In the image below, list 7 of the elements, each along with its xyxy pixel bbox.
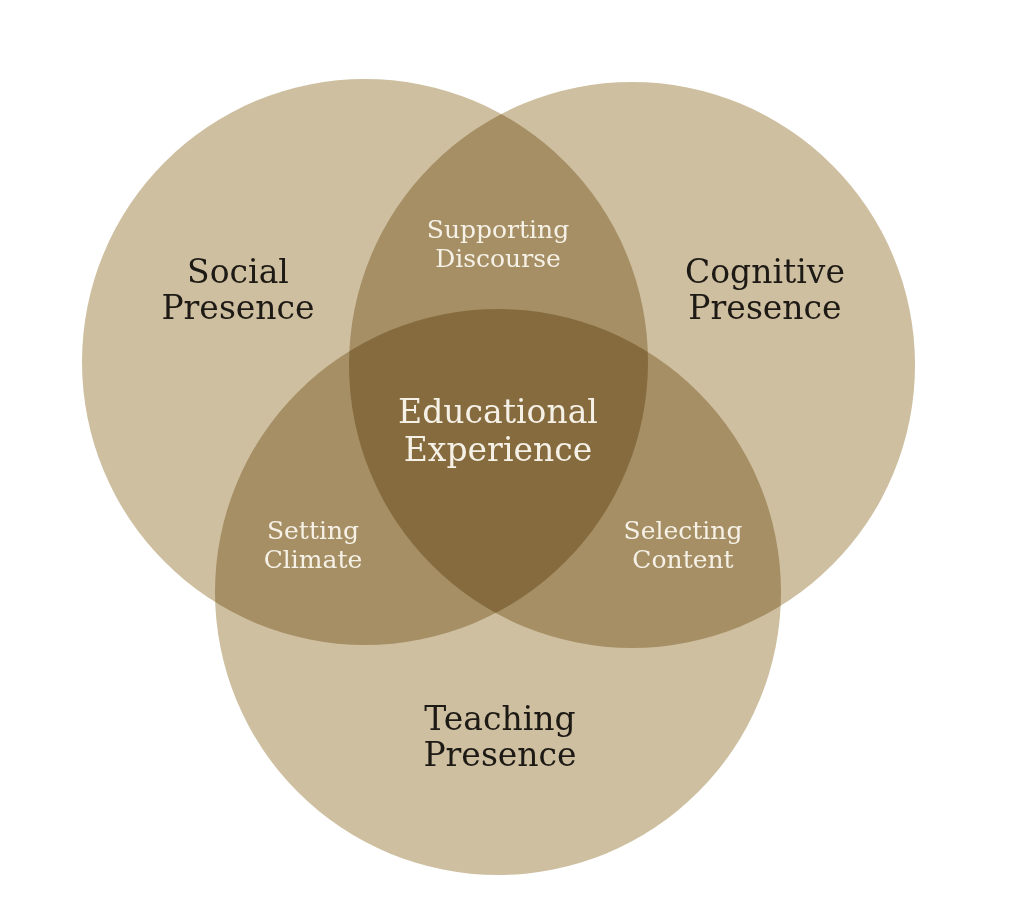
center-label: Educational Experience — [398, 393, 598, 469]
overlap-label: Selecting Content — [623, 516, 743, 574]
circle-label: Cognitive Presence — [685, 254, 845, 326]
circle-label: Social Presence — [161, 254, 315, 326]
circle-label: Teaching Presence — [423, 701, 577, 773]
overlap-label: Supporting Discourse — [426, 215, 570, 273]
overlap-label: Setting Climate — [263, 516, 363, 574]
